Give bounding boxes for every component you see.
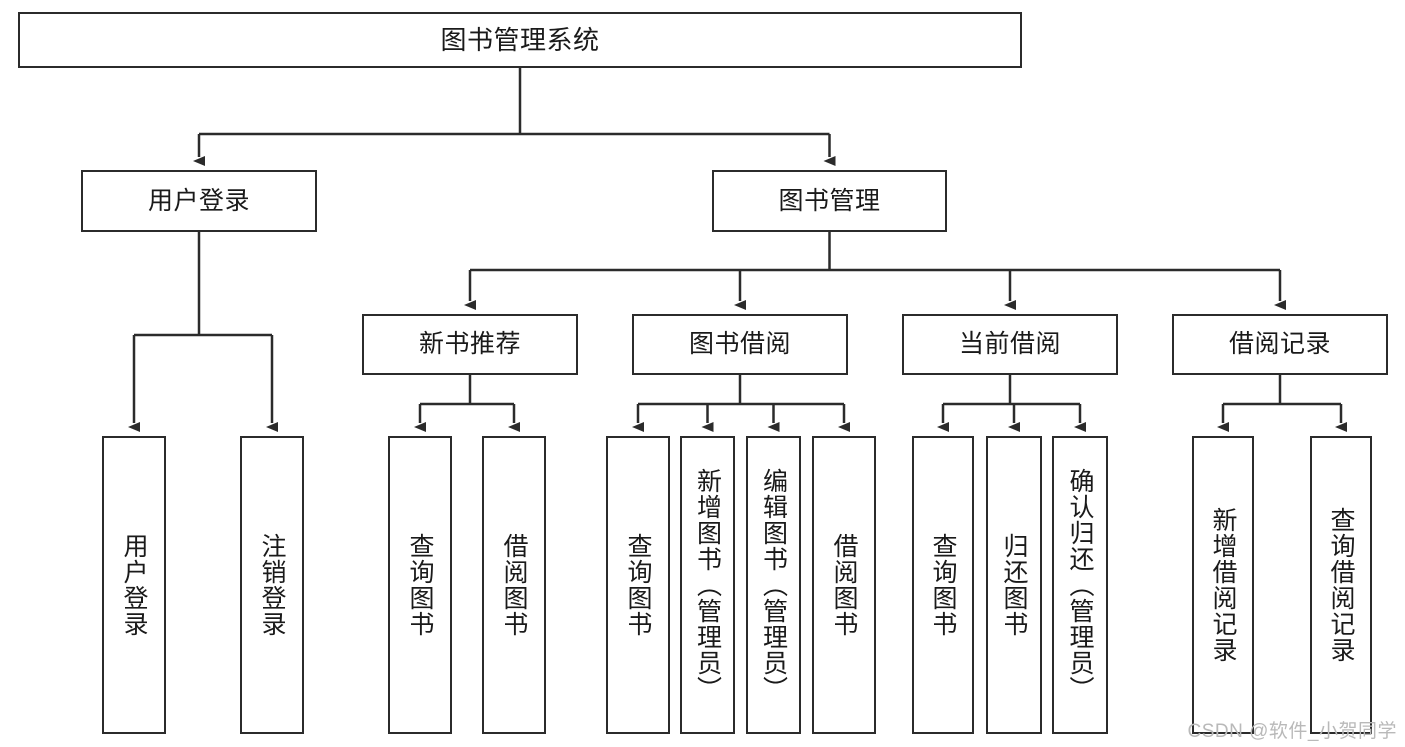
node-current-borrow[interactable]: 当前借阅 xyxy=(902,314,1118,375)
node-user-login[interactable]: 用户登录 xyxy=(81,170,317,232)
node-label: 图书管理系统 xyxy=(440,24,600,55)
node-label: 当前借阅 xyxy=(958,330,1061,358)
node-label: 图书管理 xyxy=(778,186,881,215)
node-label: 确认归还（管理员） xyxy=(1066,468,1094,702)
node-label: 用户登录 xyxy=(120,533,148,637)
node-borrow-record[interactable]: 借阅记录 xyxy=(1172,314,1388,375)
node-leaf-brw-query[interactable]: 查询图书 xyxy=(606,436,670,734)
node-label: 查询图书 xyxy=(406,533,434,637)
node-label: 借阅图书 xyxy=(500,533,528,637)
node-leaf-cur-query[interactable]: 查询图书 xyxy=(912,436,974,734)
node-leaf-rec-add[interactable]: 新增借阅记录 xyxy=(1192,436,1254,734)
node-label: 注销登录 xyxy=(258,533,286,637)
node-leaf-user-login[interactable]: 用户登录 xyxy=(102,436,166,734)
node-label: 借阅图书 xyxy=(830,533,858,637)
node-label: 新增图书（管理员） xyxy=(693,468,722,702)
node-book-borrow[interactable]: 图书借阅 xyxy=(632,314,848,375)
node-leaf-rec-query[interactable]: 查询图书 xyxy=(388,436,452,734)
node-new-book-rec[interactable]: 新书推荐 xyxy=(362,314,578,375)
node-label: 查询借阅记录 xyxy=(1327,507,1355,663)
node-book-manage[interactable]: 图书管理 xyxy=(712,170,947,232)
node-root[interactable]: 图书管理系统 xyxy=(18,12,1022,68)
node-leaf-cur-return[interactable]: 归还图书 xyxy=(986,436,1042,734)
node-label: 新书推荐 xyxy=(418,330,521,358)
node-label: 新增借阅记录 xyxy=(1209,507,1237,663)
node-label: 用户登录 xyxy=(147,186,250,215)
node-label: 归还图书 xyxy=(1000,533,1028,637)
node-label: 编辑图书（管理员） xyxy=(759,468,788,702)
node-leaf-cur-confirm[interactable]: 确认归还（管理员） xyxy=(1052,436,1108,734)
node-leaf-brw-borrow[interactable]: 借阅图书 xyxy=(812,436,876,734)
watermark: CSDN @软件_小贺同学 xyxy=(1187,721,1397,742)
node-leaf-brw-add[interactable]: 新增图书（管理员） xyxy=(680,436,735,734)
node-leaf-rec-search[interactable]: 查询借阅记录 xyxy=(1310,436,1372,734)
node-label: 图书借阅 xyxy=(688,330,791,358)
node-leaf-user-logout[interactable]: 注销登录 xyxy=(240,436,304,734)
node-leaf-rec-borrow[interactable]: 借阅图书 xyxy=(482,436,546,734)
node-label: 借阅记录 xyxy=(1228,330,1331,358)
node-label: 查询图书 xyxy=(624,533,652,637)
node-leaf-brw-edit[interactable]: 编辑图书（管理员） xyxy=(746,436,801,734)
node-label: 查询图书 xyxy=(929,533,957,637)
